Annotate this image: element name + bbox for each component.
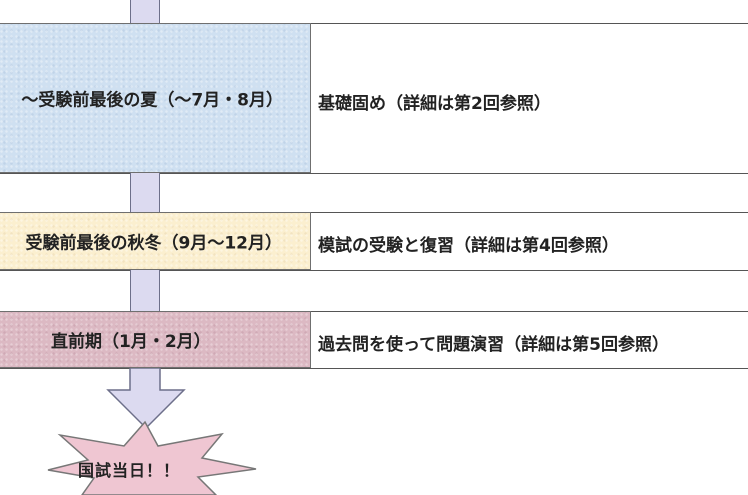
divider-line bbox=[0, 368, 748, 369]
connector-autumn-final bbox=[130, 270, 160, 311]
stage-description-summer: 基礎固め（詳細は第2回参照） bbox=[318, 94, 551, 114]
stage-description-final: 過去問を使って問題演習（詳細は第5回参照） bbox=[318, 335, 669, 355]
stage-description-autumn: 模試の受験と復習（詳細は第4回参照） bbox=[318, 236, 619, 256]
stage-box-final: 直前期（1月・2月） bbox=[0, 311, 311, 368]
divider-line bbox=[0, 311, 748, 312]
divider-line bbox=[0, 212, 748, 213]
divider-line bbox=[0, 173, 748, 174]
divider-line bbox=[0, 270, 748, 271]
connector-summer-autumn bbox=[130, 173, 160, 212]
divider-line bbox=[0, 23, 748, 24]
goal-label: 国試当日！！ bbox=[78, 461, 181, 480]
starburst-icon bbox=[47, 420, 257, 495]
stage-label-summer: 〜受験前最後の夏（〜7月・8月） bbox=[21, 90, 283, 111]
stage-label-autumn: 受験前最後の秋冬（9月〜12月） bbox=[25, 233, 283, 254]
down-arrow-icon bbox=[106, 368, 186, 430]
stage-label-final: 直前期（1月・2月） bbox=[51, 332, 211, 352]
connector-top bbox=[130, 0, 160, 24]
stage-box-summer: 〜受験前最後の夏（〜7月・8月） bbox=[0, 23, 311, 173]
stage-box-autumn: 受験前最後の秋冬（9月〜12月） bbox=[0, 212, 311, 270]
